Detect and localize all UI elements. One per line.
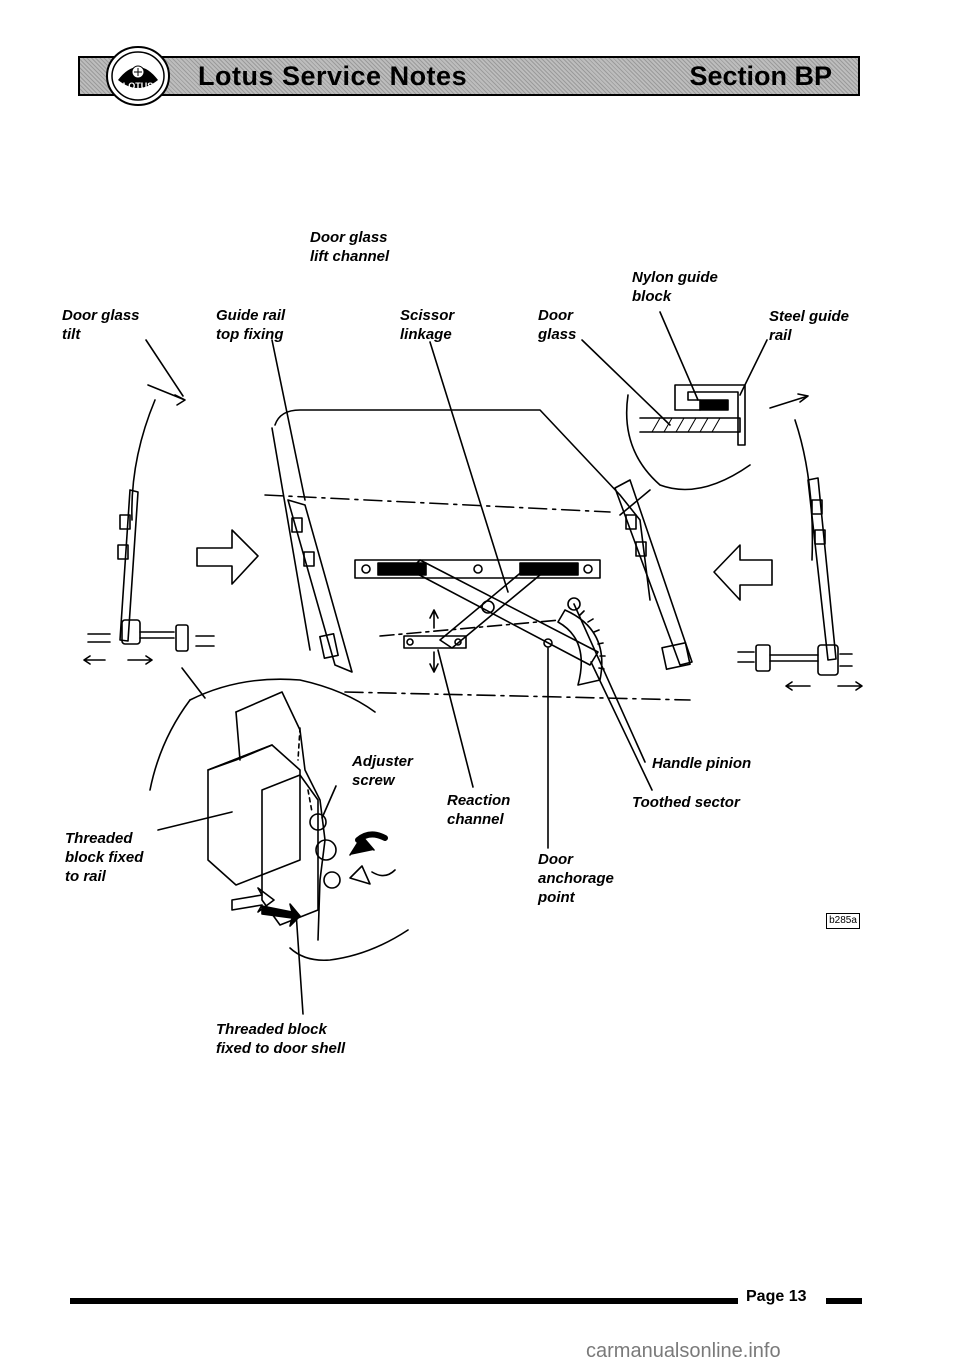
reaction-channel bbox=[403, 635, 467, 649]
footer-rule-left bbox=[70, 1298, 738, 1304]
lift-channel bbox=[354, 559, 601, 579]
nylon-guide-block bbox=[674, 384, 746, 446]
label-threaded-block-fixed-to-rail: Threaded block fixed to rail bbox=[65, 830, 144, 885]
logo-text: LOTUS bbox=[123, 81, 154, 91]
label-door-glass-tilt: Door glass tilt bbox=[62, 307, 140, 343]
label-nylon-guide-block: Nylon guide block bbox=[632, 269, 718, 305]
label-guide-rail-top-fixing: Guide rail top fixing bbox=[216, 307, 286, 343]
footer-rule-right bbox=[826, 1298, 862, 1304]
label-door-anchorage-point: Door anchorage point bbox=[538, 851, 614, 906]
label-adjuster-screw: Adjuster screw bbox=[352, 753, 413, 789]
header-title: Lotus Service Notes bbox=[198, 61, 468, 91]
label-door-glass-lift-channel: Door glass lift channel bbox=[310, 229, 390, 265]
left-tilt-arc bbox=[131, 399, 156, 521]
right-guide-rail bbox=[614, 479, 693, 666]
label-scissor-linkage: Scissor linkage bbox=[400, 307, 455, 343]
watermark: carmanualsonline.info bbox=[586, 1340, 781, 1362]
scissor-arm-2 bbox=[439, 564, 541, 649]
label-handle-pinion: Handle pinion bbox=[652, 755, 752, 772]
door-glass-left-edge bbox=[271, 427, 311, 651]
left-arrow-icon bbox=[196, 529, 259, 585]
label-toothed-sector: Toothed sector bbox=[632, 794, 740, 811]
door-glass-outline bbox=[274, 409, 651, 601]
magnifier-circle bbox=[625, 394, 751, 491]
label-door-glass: Door glass bbox=[538, 307, 577, 343]
header-section: Section BP bbox=[689, 61, 832, 91]
label-threaded-block-fixed-to-door-shell: Threaded block fixed to door shell bbox=[216, 1021, 346, 1057]
figure-reference: b285a bbox=[826, 913, 860, 929]
lotus-logo-icon: LOTUS bbox=[106, 46, 170, 106]
threaded-block-rear bbox=[261, 774, 319, 926]
page-number: Page 13 bbox=[746, 1288, 807, 1305]
toothed-sector bbox=[557, 609, 603, 686]
left-guide-rail bbox=[287, 499, 353, 673]
header-bar: Lotus Service Notes Section BP bbox=[78, 56, 860, 96]
scissor-arm-1 bbox=[409, 559, 599, 666]
label-reaction-channel: Reaction channel bbox=[447, 792, 511, 828]
label-steel-guide-rail: Steel guide rail bbox=[769, 308, 850, 344]
right-arrow-icon bbox=[713, 544, 773, 601]
